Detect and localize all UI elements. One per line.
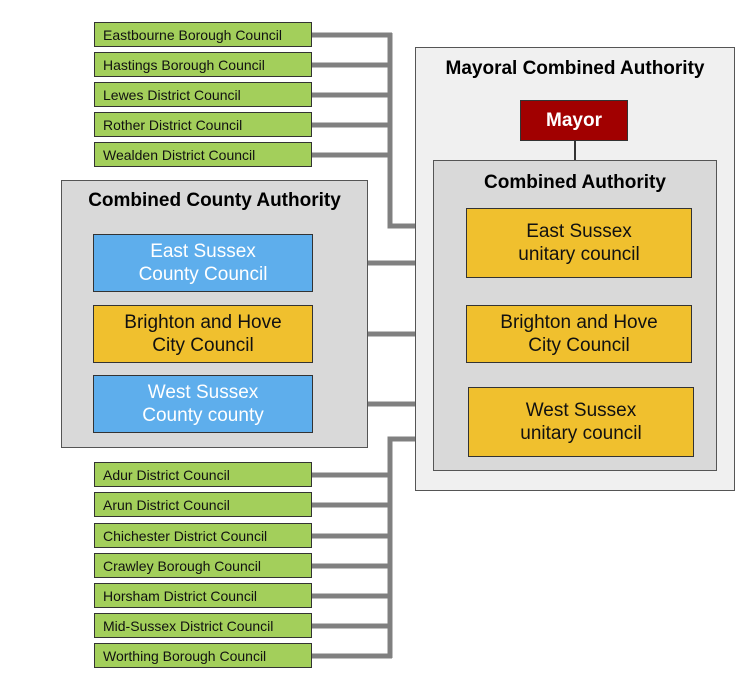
county-line2: County Council <box>138 264 268 285</box>
mayor-connector <box>574 141 576 160</box>
county-line1: Brighton and Hove <box>124 312 282 333</box>
county-line1: West Sussex <box>147 382 259 403</box>
district-crawley: Crawley Borough Council <box>94 553 312 578</box>
mayoral-combined-authority-title: Mayoral Combined Authority <box>445 58 705 79</box>
combined-county-authority-title: Combined County Authority <box>88 190 341 211</box>
district-worthing: Worthing Borough Council <box>94 643 312 668</box>
district-rother: Rother District Council <box>94 112 312 137</box>
district-horsham: Horsham District Council <box>94 583 312 608</box>
district-wealden: Wealden District Council <box>94 142 312 167</box>
unitary-line2: unitary council <box>518 244 640 265</box>
unitary-line1: West Sussex <box>525 400 637 421</box>
county-line1: East Sussex <box>150 241 256 262</box>
district-eastbourne: Eastbourne Borough Council <box>94 22 312 47</box>
unitary-line2: unitary council <box>520 423 642 444</box>
district-lewes: Lewes District Council <box>94 82 312 107</box>
county-line2: County county <box>142 405 264 426</box>
mayor-box: Mayor <box>520 100 628 141</box>
district-chichester: Chichester District Council <box>94 523 312 548</box>
district-arun: Arun District Council <box>94 492 312 517</box>
county-line2: City Council <box>152 335 254 356</box>
unitary-line1: Brighton and Hove <box>500 312 658 333</box>
unitary-line2: City Council <box>528 335 630 356</box>
unitary-line1: East Sussex <box>526 221 632 242</box>
combined-authority-title: Combined Authority <box>484 172 666 193</box>
district-adur: Adur District Council <box>94 462 312 487</box>
district-hastings: Hastings Borough Council <box>94 52 312 77</box>
district-mid-sussex: Mid-Sussex District Council <box>94 613 312 638</box>
